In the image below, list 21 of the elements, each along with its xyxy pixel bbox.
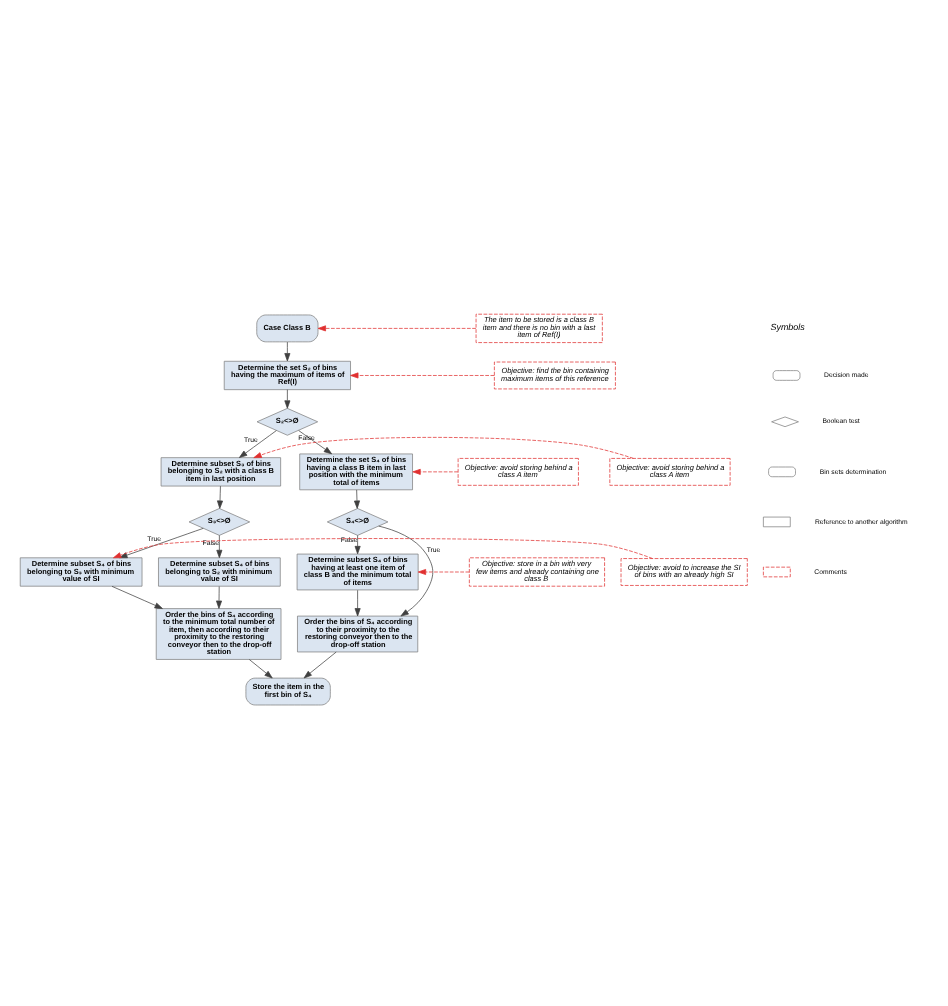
arrow xyxy=(111,584,163,608)
arrow xyxy=(354,488,360,508)
arrow xyxy=(412,467,459,474)
arrow xyxy=(217,484,223,508)
arrow xyxy=(354,588,361,616)
arrow xyxy=(378,524,434,616)
arrow xyxy=(317,324,477,331)
arrow xyxy=(284,340,291,361)
arrow xyxy=(239,429,277,457)
arrow xyxy=(284,388,291,408)
arrow xyxy=(113,537,653,558)
arrow xyxy=(298,429,332,454)
arrow xyxy=(216,534,223,558)
arrow xyxy=(417,568,470,574)
arrow xyxy=(303,650,337,678)
arrow xyxy=(253,436,634,458)
arrow xyxy=(119,526,204,558)
arrow xyxy=(216,585,222,608)
arrow xyxy=(248,658,273,678)
arrow xyxy=(350,371,495,378)
arrow xyxy=(354,534,361,554)
